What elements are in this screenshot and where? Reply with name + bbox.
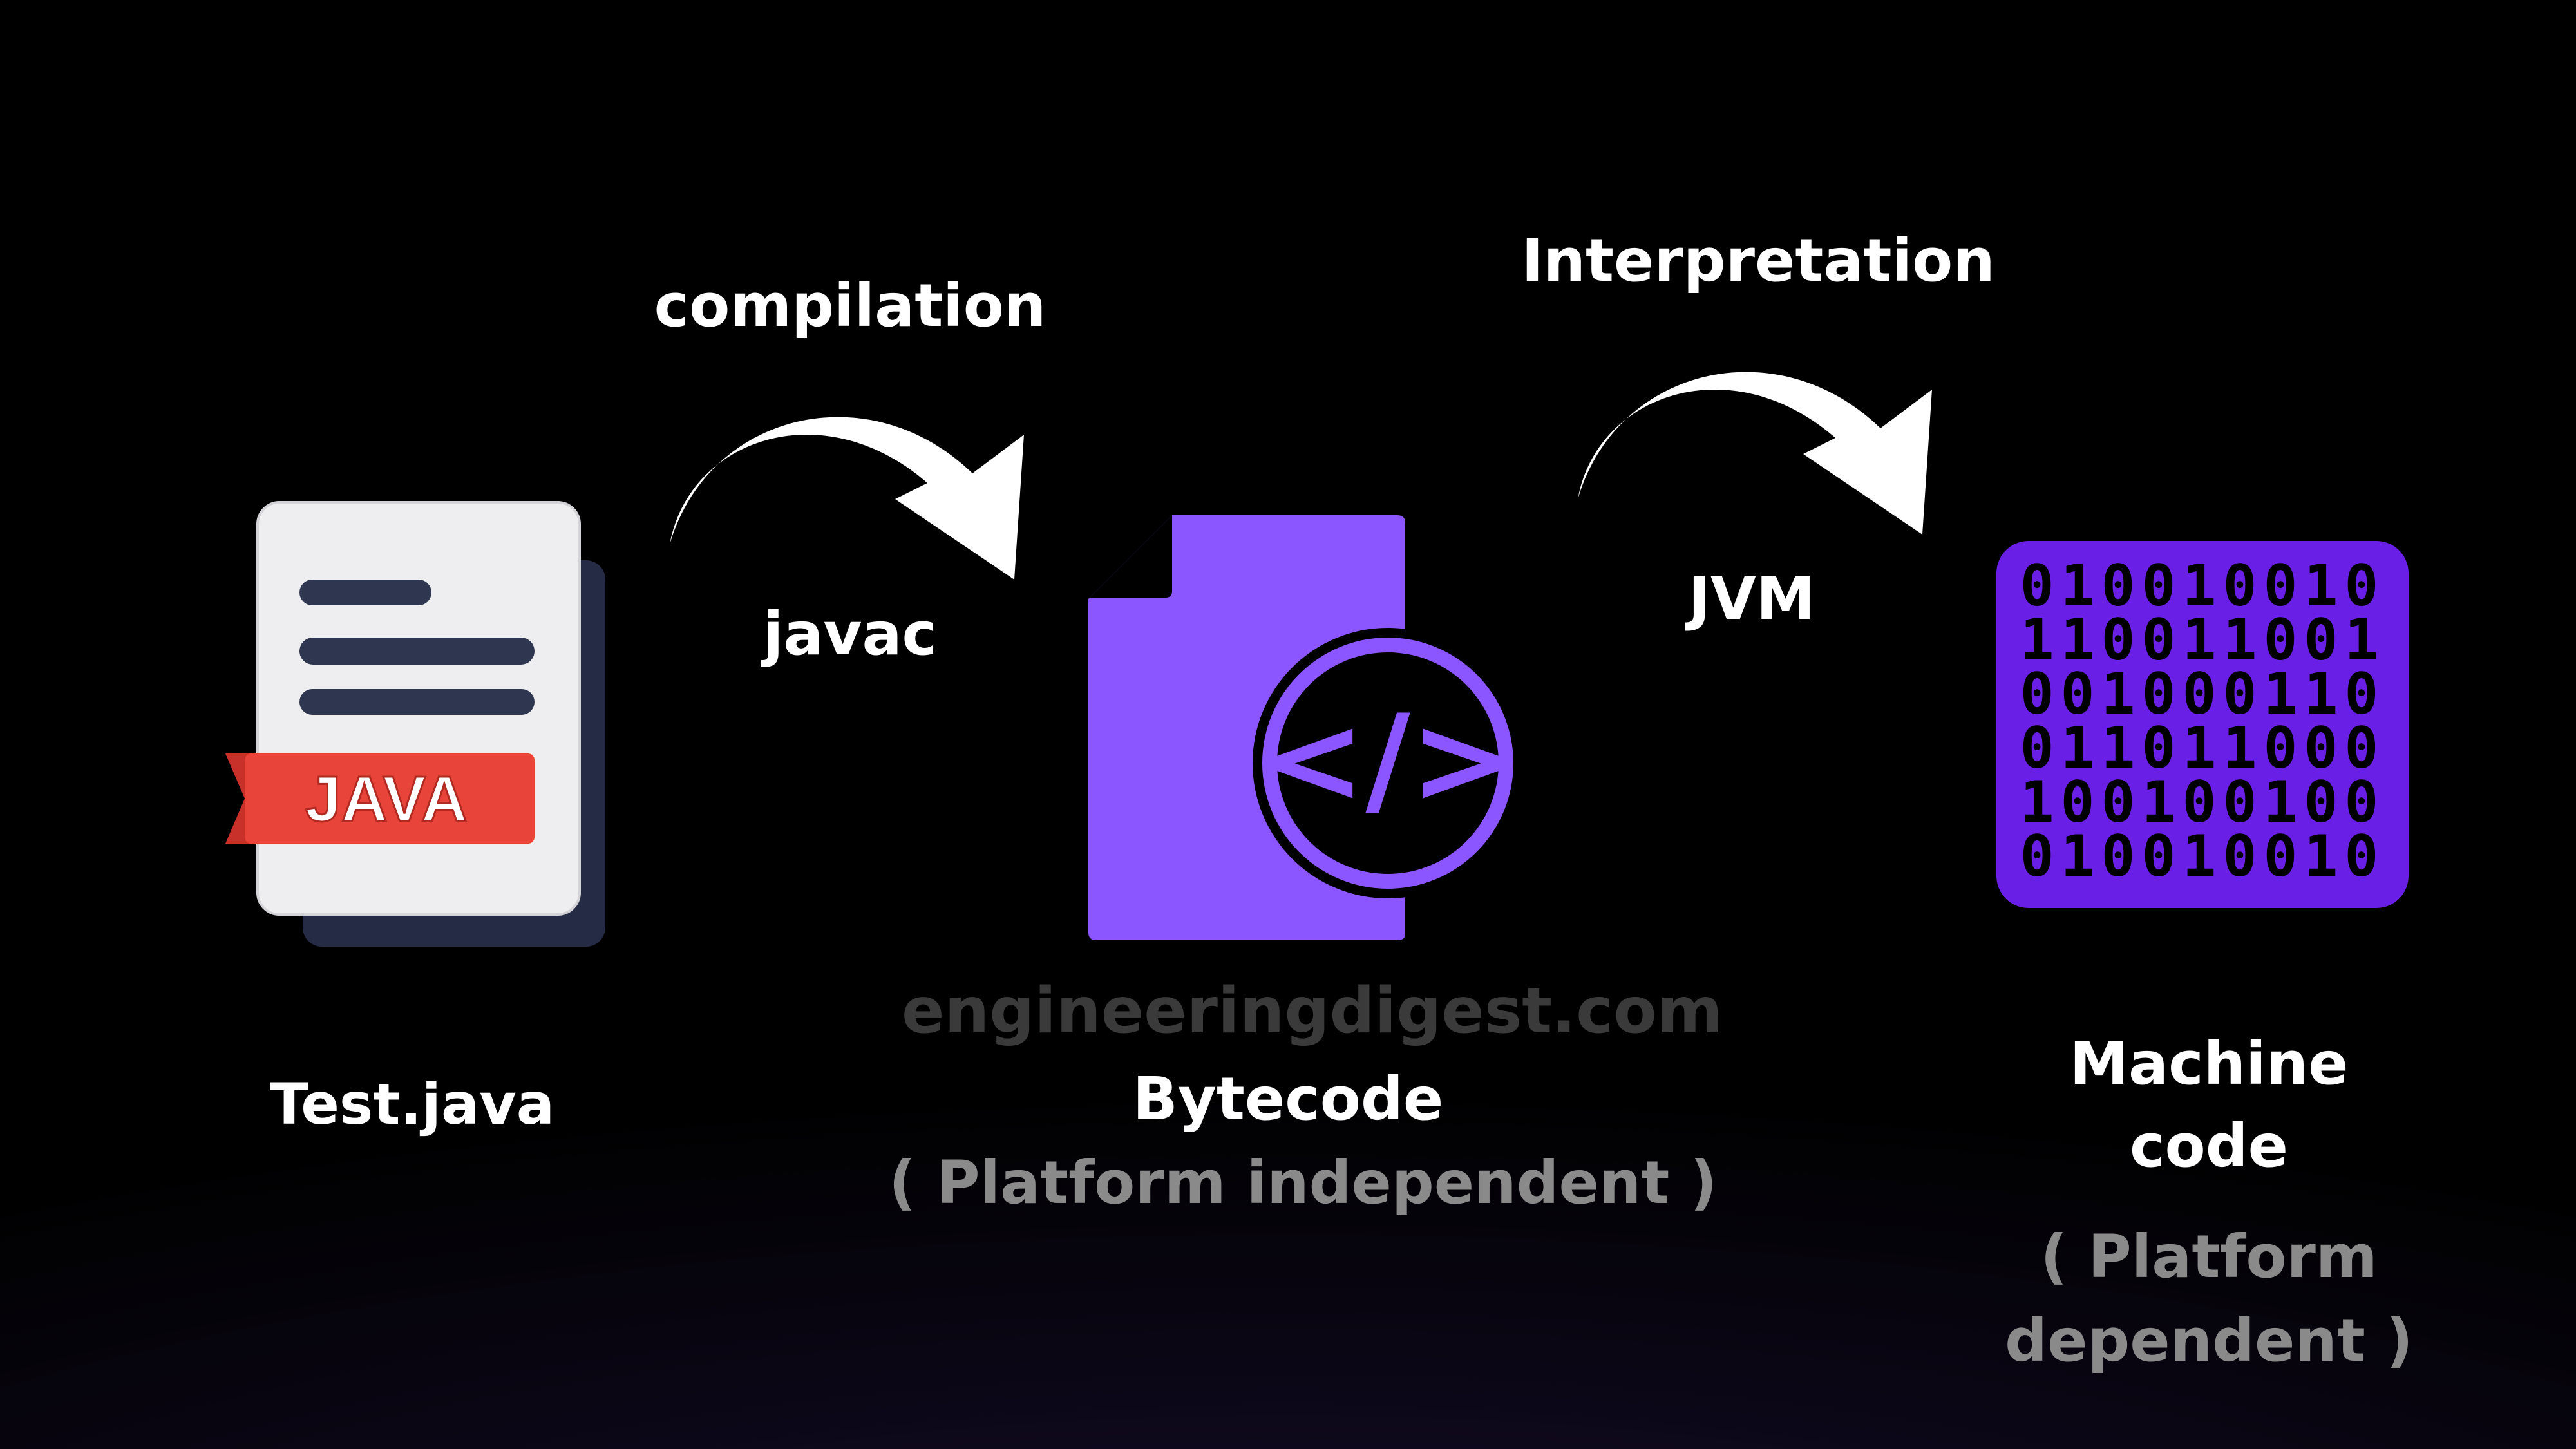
binary-row: 010010010 (2020, 553, 2385, 619)
interpretation-label: Interpretation (1521, 226, 1995, 295)
javac-label: javac (762, 600, 938, 668)
bytecode-note: ( Platform independent ) (889, 1148, 1718, 1217)
binary-row: 001000110 (2020, 661, 2385, 727)
binary-row: 100100100 (2020, 769, 2385, 835)
binary-row: 110011001 (2020, 607, 2385, 673)
machine-code-label-line1: Machine (2069, 1029, 2349, 1098)
watermark: engineeringdigest.com (902, 974, 1723, 1048)
machine-code-note-line1: ( Platform (2040, 1222, 2378, 1291)
java-badge-text: JAVA (305, 763, 468, 835)
bytecode-file-icon: </> (1088, 515, 1520, 940)
binary-row: 010010010 (2020, 823, 2385, 889)
machine-code-label-line2: code (2130, 1112, 2288, 1180)
code-symbol: </> (1263, 688, 1513, 831)
curved-arrow-icon (663, 386, 1030, 586)
java-file-icon: JAVA (206, 496, 618, 960)
bytecode-label: Bytecode (1132, 1065, 1444, 1133)
machine-code-note-line2: dependent ) (2005, 1306, 2413, 1375)
source-file-label: Test.java (269, 1071, 555, 1137)
curved-arrow-icon (1571, 341, 1938, 541)
compilation-label: compilation (654, 271, 1046, 340)
binary-row: 011011000 (2020, 715, 2385, 781)
jvm-label: JVM (1688, 564, 1815, 633)
